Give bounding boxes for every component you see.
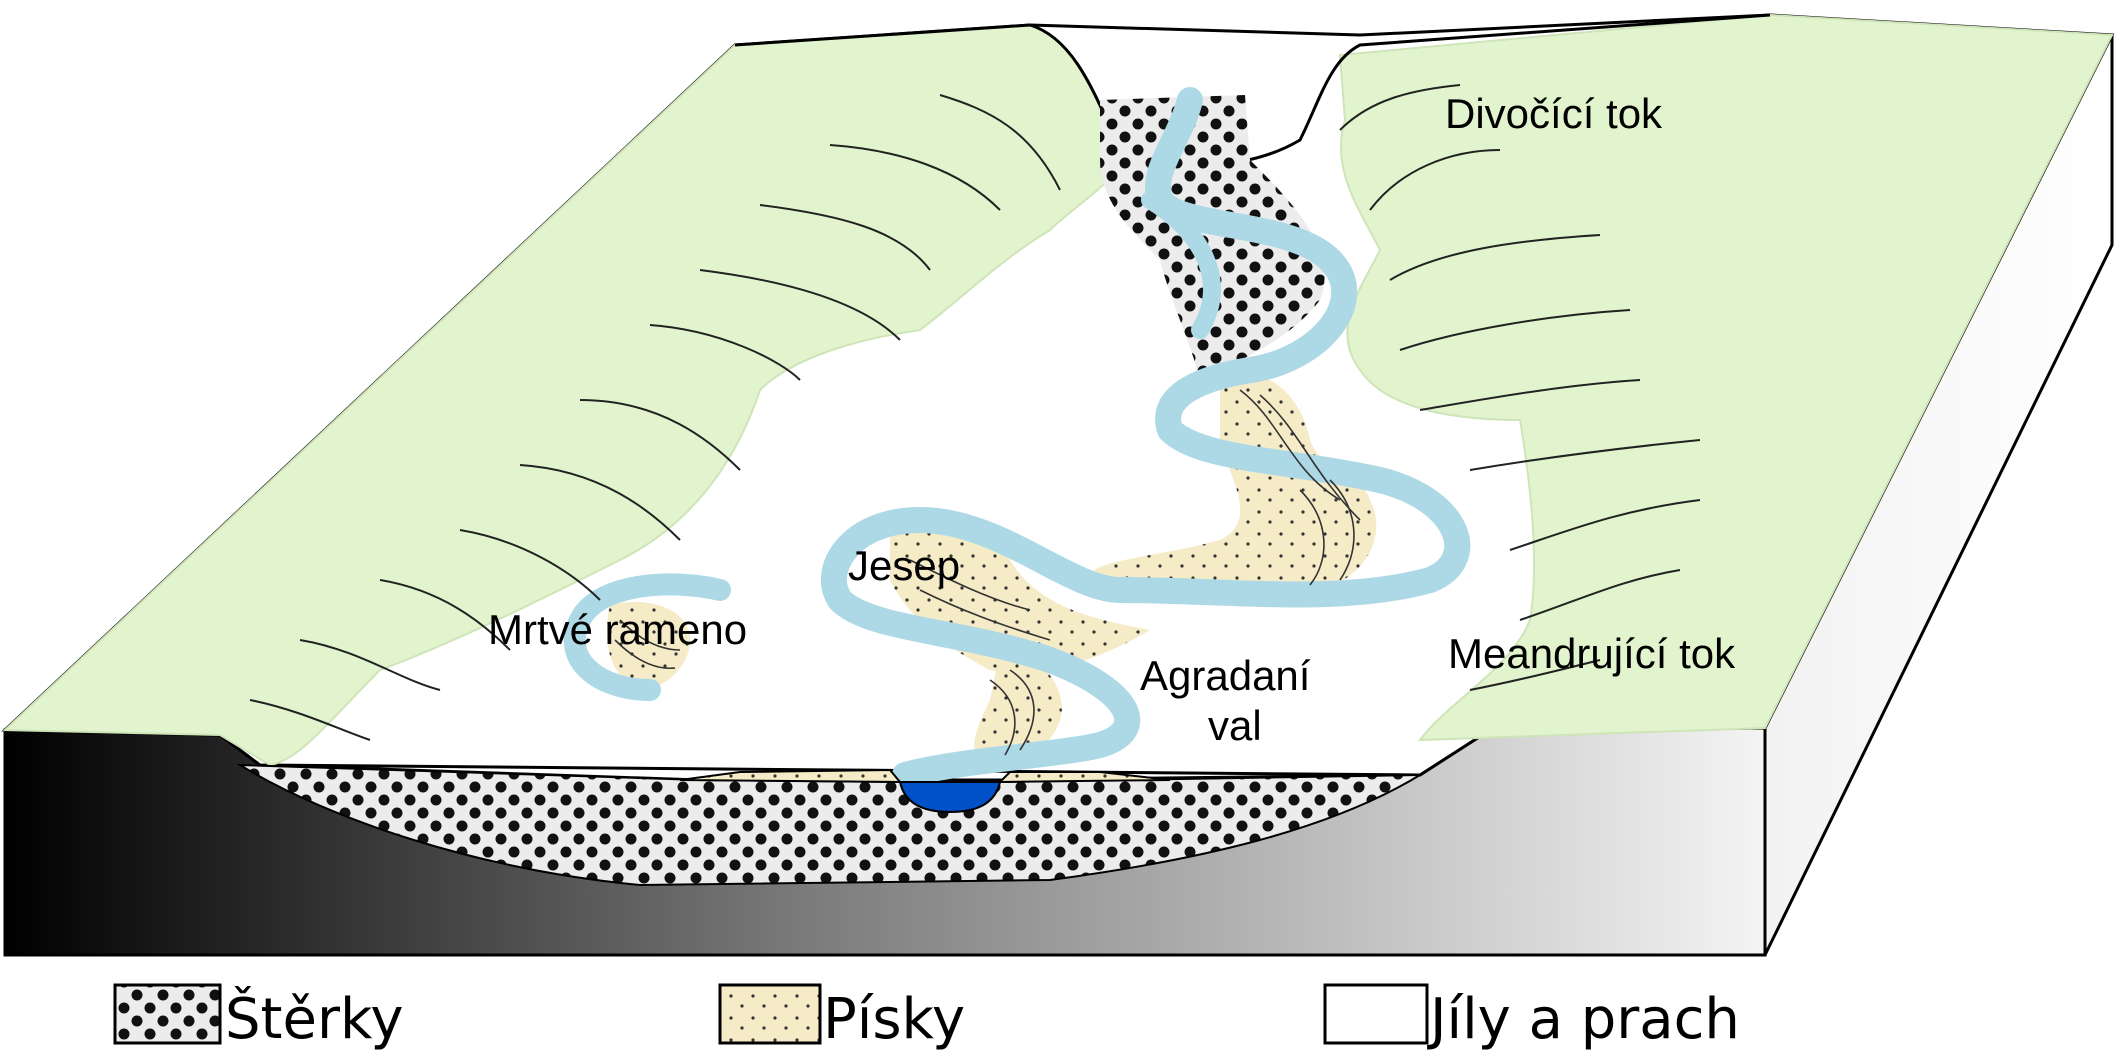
legend-gravel-swatch [115, 985, 220, 1043]
label-levee-line2: val [1208, 702, 1262, 749]
label-braided-river: Divočící tok [1445, 90, 1663, 137]
legend-sand-label: Písky [823, 987, 965, 1052]
legend: Štěrky Písky Jíly a prach [115, 985, 1740, 1052]
label-meandering-river: Meandrující tok [1448, 630, 1736, 677]
label-point-bar: Jesep [848, 542, 960, 589]
label-levee-line1: Agradaní [1140, 652, 1311, 699]
legend-sand-swatch [720, 985, 820, 1043]
levee-wedge-left [680, 770, 900, 782]
label-oxbow-lake: Mrtvé rameno [488, 606, 747, 653]
legend-gravel-label: Štěrky [225, 987, 404, 1052]
legend-clay-label: Jíly a prach [1427, 987, 1740, 1052]
legend-clay-swatch [1325, 985, 1427, 1043]
